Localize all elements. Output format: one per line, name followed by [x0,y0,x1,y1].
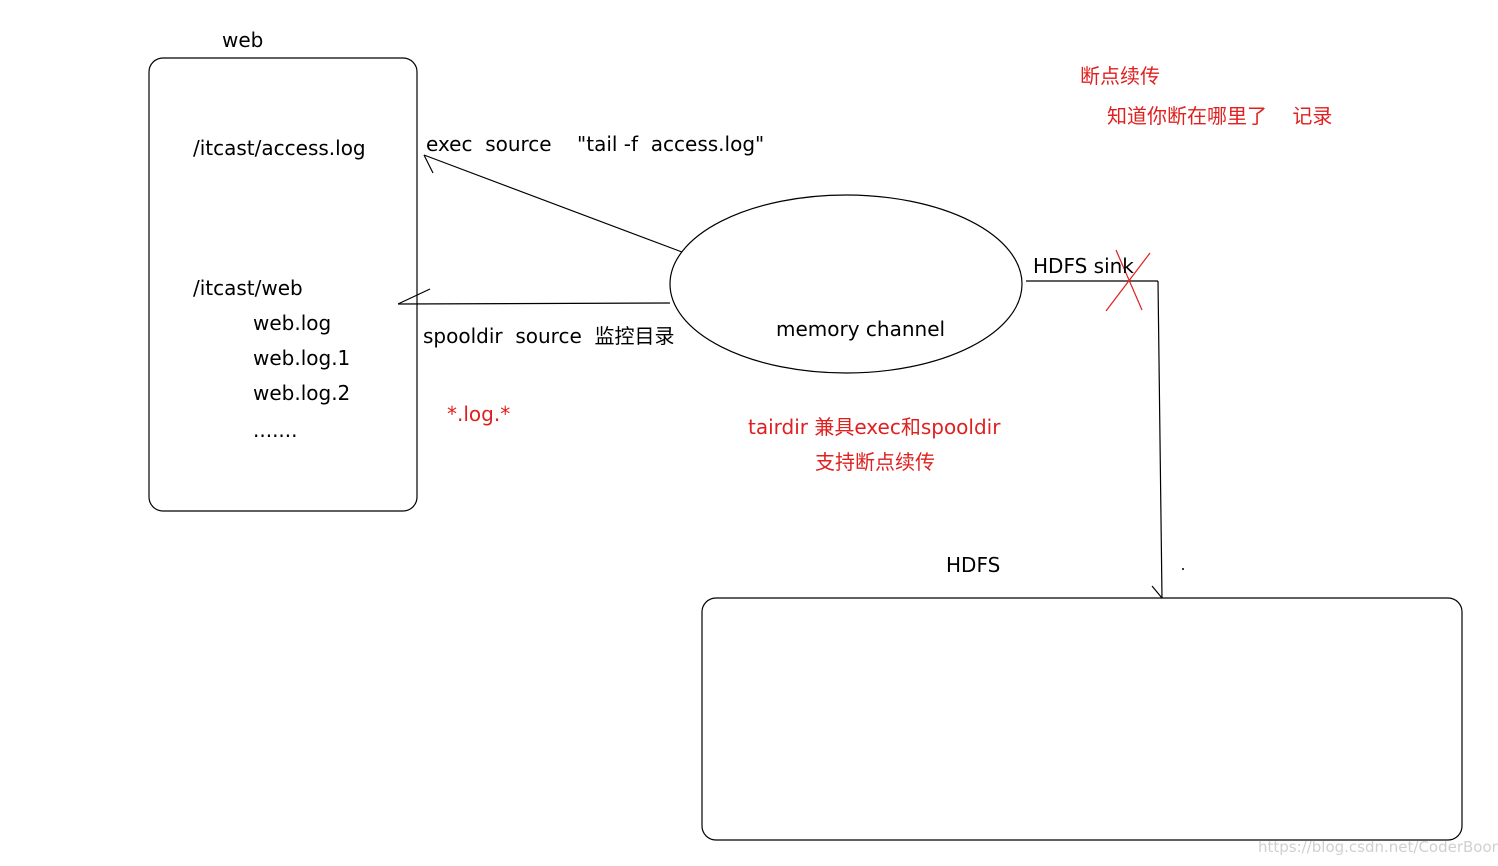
web-log-file: web.log [253,311,332,335]
tairdir-note-line2: 支持断点续传 [815,450,935,474]
hdfs-sink-label: HDFS sink [1033,254,1134,278]
wildcard-pattern: *.log.* [447,402,511,426]
stray-dot [1182,568,1184,570]
exec-source-arrowhead [423,154,434,174]
memory-channel-label: memory channel [776,317,946,341]
spooldir-source-line [397,302,671,305]
web-log-1-file: web.log.1 [253,346,351,370]
spooldir-source-arrowhead [397,288,431,305]
sink-arrowhead [1151,585,1163,599]
hdfs-box [701,597,1463,841]
spooldir-source-label: spooldir source 监控目录 [423,324,675,348]
web-log-2-file: web.log.2 [253,381,351,405]
access-log-path: /itcast/access.log [193,136,366,160]
web-server-box [148,57,418,512]
exec-source-label: exec source "tail -f access.log" [426,132,765,156]
hdfs-label: HDFS [946,553,1001,577]
sink-cross-stroke-2 [1105,252,1151,312]
web-dir-path: /itcast/web [193,276,303,300]
resume-note-detail: 知道你断在哪里了 记录 [1107,104,1333,128]
watermark: https://blog.csdn.net/CoderBoom [1258,838,1498,856]
resume-note-title: 断点续传 [1080,64,1160,88]
sink-line-vertical [1157,280,1163,599]
more-files-ellipsis: ....... [253,418,298,442]
tairdir-note-line1: tairdir 兼具exec和spooldir [748,415,1001,439]
memory-channel-ellipse [669,194,1023,374]
web-box-title: web [222,28,264,52]
exec-source-line [423,154,683,253]
